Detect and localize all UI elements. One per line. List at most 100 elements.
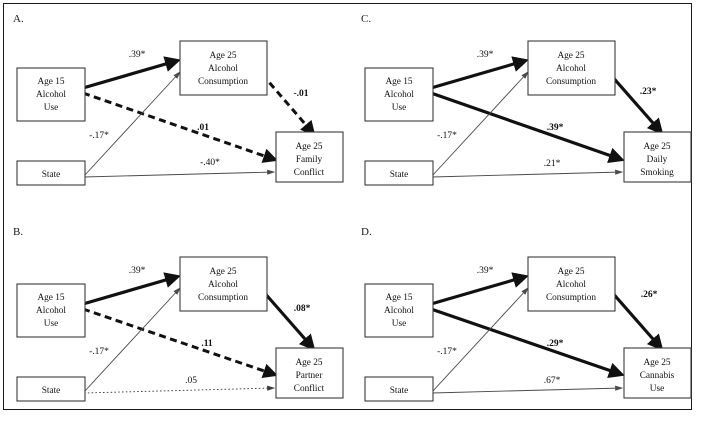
edge-a15-to-alcohol	[82, 56, 181, 90]
panel-a-edges	[82, 56, 316, 178]
edge-state-to-alcohol	[83, 287, 181, 393]
panel-c-label: C.	[361, 13, 371, 25]
coef-state-outcome: .05	[185, 376, 197, 386]
node-state[interactable]: State	[16, 160, 86, 186]
coef-a15-alcohol: .39*	[477, 266, 494, 276]
coef-a15-outcome: .11	[201, 339, 213, 349]
coef-a15-outcome: .39*	[547, 123, 564, 133]
node-state[interactable]: State	[16, 376, 86, 402]
node-alcohol-line3: Consumption	[198, 77, 248, 87]
node-age15-line2: Alcohol	[384, 306, 414, 316]
node-alcohol-line2: Alcohol	[556, 280, 586, 290]
node-outcome-line1: Age 25	[643, 358, 670, 368]
coef-alcohol-outcome: .26*	[641, 290, 658, 300]
node-outcome[interactable]: Age 25 Partner Conflict	[275, 347, 344, 399]
edge-a15-to-outcome	[430, 91, 625, 163]
edge-state-to-alcohol	[83, 71, 181, 177]
coef-state-outcome: .21*	[544, 159, 561, 169]
coef-state-alcohol: -.17*	[89, 347, 109, 357]
coef-alcohol-outcome: .08*	[294, 304, 311, 314]
node-alcohol-line2: Alcohol	[556, 64, 586, 74]
node-state[interactable]: State	[364, 376, 434, 402]
edge-a15-to-outcome	[430, 307, 625, 379]
node-outcome-line3: Conflict	[294, 383, 325, 394]
edge-state-to-outcome	[431, 385, 624, 394]
node-alcohol-line3: Consumption	[546, 293, 596, 303]
node-alcohol-line2: Alcohol	[208, 64, 238, 74]
node-age25-alcohol-consumption[interactable]: Age 25 Alcohol Consumption	[527, 40, 616, 96]
edge-state-to-outcome	[83, 385, 276, 394]
coef-a15-outcome: .01	[197, 123, 209, 133]
node-alcohol-line1: Age 25	[209, 267, 236, 277]
node-age15-line1: Age 15	[385, 293, 412, 303]
node-alcohol-line1: Age 25	[209, 51, 236, 61]
node-outcome-line3: Use	[650, 384, 664, 394]
edge-state-to-alcohol	[431, 287, 529, 393]
node-age15-line1: Age 15	[37, 293, 64, 303]
panel-c-edges	[430, 56, 664, 178]
node-age15-line3: Use	[44, 103, 58, 113]
node-age25-alcohol-consumption[interactable]: Age 25 Alcohol Consumption	[179, 40, 268, 96]
node-state-line1: State	[42, 386, 61, 396]
node-age25-alcohol-consumption[interactable]: Age 25 Alcohol Consumption	[179, 256, 268, 312]
edge-alcohol-to-outcome	[608, 288, 664, 351]
panel-d-edges	[430, 272, 664, 394]
coef-a15-alcohol: .39*	[129, 266, 146, 276]
node-age15-line1: Age 15	[385, 77, 412, 87]
edge-alcohol-to-outcome	[608, 72, 664, 135]
node-alcohol-line3: Consumption	[198, 293, 248, 303]
node-alcohol-line3: Consumption	[546, 77, 596, 87]
edge-a15-to-alcohol	[430, 56, 529, 90]
coef-a15-alcohol: .39*	[129, 50, 146, 60]
node-outcome[interactable]: Age 25 Daily Smoking	[623, 131, 692, 183]
node-state-line1: State	[390, 386, 409, 396]
panel-b-label: B.	[13, 226, 23, 238]
edge-state-to-outcome	[431, 169, 624, 178]
coef-state-alcohol: -.17*	[437, 347, 457, 357]
node-outcome[interactable]: Age 25 Family Conflict	[275, 131, 344, 183]
node-outcome-line2: Cannabis	[640, 371, 675, 381]
node-outcome-line3: Smoking	[640, 168, 674, 178]
node-age15-line3: Use	[392, 319, 406, 329]
edge-a15-to-outcome	[82, 307, 279, 378]
node-state-line1: State	[390, 170, 409, 180]
node-outcome-line2: Family	[296, 155, 323, 165]
node-age15-alcohol-use[interactable]: Age 15 Alcohol Use	[364, 67, 434, 122]
coef-state-outcome: -.40*	[200, 158, 220, 168]
edge-state-to-outcome	[83, 169, 276, 178]
coef-state-alcohol: -.17*	[89, 131, 109, 141]
coef-state-alcohol: -.17*	[437, 131, 457, 141]
coef-alcohol-outcome: .23*	[640, 87, 657, 97]
panel-b: B. Age 15 Alcohol Use State Age 25	[4, 207, 352, 410]
node-age15-alcohol-use[interactable]: Age 15 Alcohol Use	[364, 283, 434, 338]
edge-state-to-alcohol	[431, 71, 529, 177]
node-age15-line3: Use	[392, 103, 406, 113]
edge-alcohol-to-outcome	[260, 288, 316, 351]
panel-d-label: D.	[361, 226, 372, 238]
node-state[interactable]: State	[364, 160, 434, 186]
panel-b-edges	[82, 272, 316, 394]
node-outcome-line1: Age 25	[295, 358, 322, 368]
node-alcohol-line1: Age 25	[557, 267, 584, 277]
node-age15-alcohol-use[interactable]: Age 15 Alcohol Use	[16, 67, 86, 122]
node-age15-alcohol-use[interactable]: Age 15 Alcohol Use	[16, 283, 86, 338]
node-outcome[interactable]: Age 25 Cannabis Use	[623, 347, 692, 399]
edge-a15-to-outcome	[82, 91, 279, 163]
node-alcohol-line2: Alcohol	[208, 280, 238, 290]
node-outcome-line2: Daily	[647, 155, 668, 165]
node-age25-alcohol-consumption[interactable]: Age 25 Alcohol Consumption	[527, 256, 616, 312]
node-outcome-line1: Age 25	[643, 142, 670, 152]
coef-state-outcome: .67*	[544, 376, 561, 386]
panel-a-label: A.	[13, 13, 24, 25]
panel-a: A. Age 15 Alcohol Use State	[4, 4, 352, 207]
node-outcome-line2: Partner	[296, 371, 324, 381]
node-age15-line1: Age 15	[37, 77, 64, 87]
edge-alcohol-to-outcome	[260, 73, 316, 137]
edge-a15-to-alcohol	[82, 272, 181, 306]
node-age15-line2: Alcohol	[36, 90, 66, 100]
node-state-line1: State	[42, 170, 61, 180]
panel-c: C. Age 15 Alcohol Use State Age 25	[352, 4, 700, 207]
node-age15-line2: Alcohol	[36, 306, 66, 316]
node-age15-line2: Alcohol	[384, 90, 414, 100]
